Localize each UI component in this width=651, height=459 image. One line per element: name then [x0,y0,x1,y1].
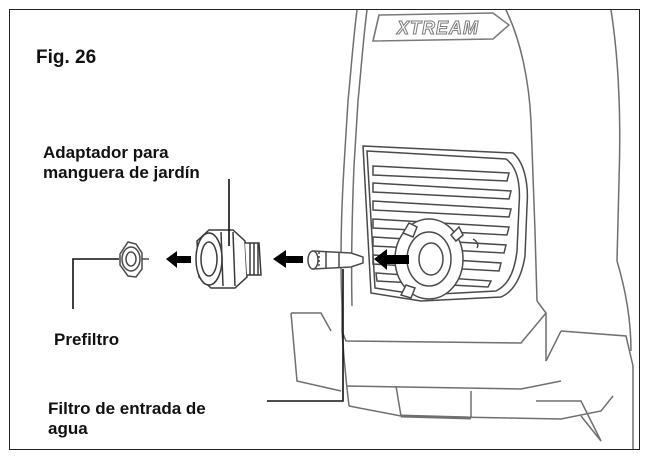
hose-adapter-part [195,229,262,289]
adapter-callout-line2: manguera de jardín [43,163,200,183]
inlet-filter-callout-line1: Filtro de entrada de [48,399,206,418]
figure-frame: XTREAM [9,9,640,450]
prefilter-callout: Prefiltro [54,330,120,349]
inlet-filter-part [307,250,364,270]
machine-body [290,10,634,449]
filter-leader [267,269,344,402]
logo-text: XTREAM [396,18,479,38]
prefilter-part [119,241,149,278]
pressure-washer-illustration: XTREAM [72,10,634,449]
leader-lines [72,179,344,402]
arrow-left-2 [273,250,303,268]
assembly-arrows [166,249,409,270]
adapter-callout: Adaptador para manguera de jardín [43,143,200,184]
figure-label: Fig. 26 [36,47,97,68]
inlet-filter-callout-line2: agua [48,419,88,439]
inlet-filter-callout: Filtro de entrada de agua [48,399,206,440]
prefilter-leader [72,258,119,309]
xtream-logo: XTREAM [372,12,511,42]
adapter-callout-line1: Adaptador para [43,143,169,162]
arrow-left-1 [166,251,191,268]
arrow-left-3 [374,249,409,270]
